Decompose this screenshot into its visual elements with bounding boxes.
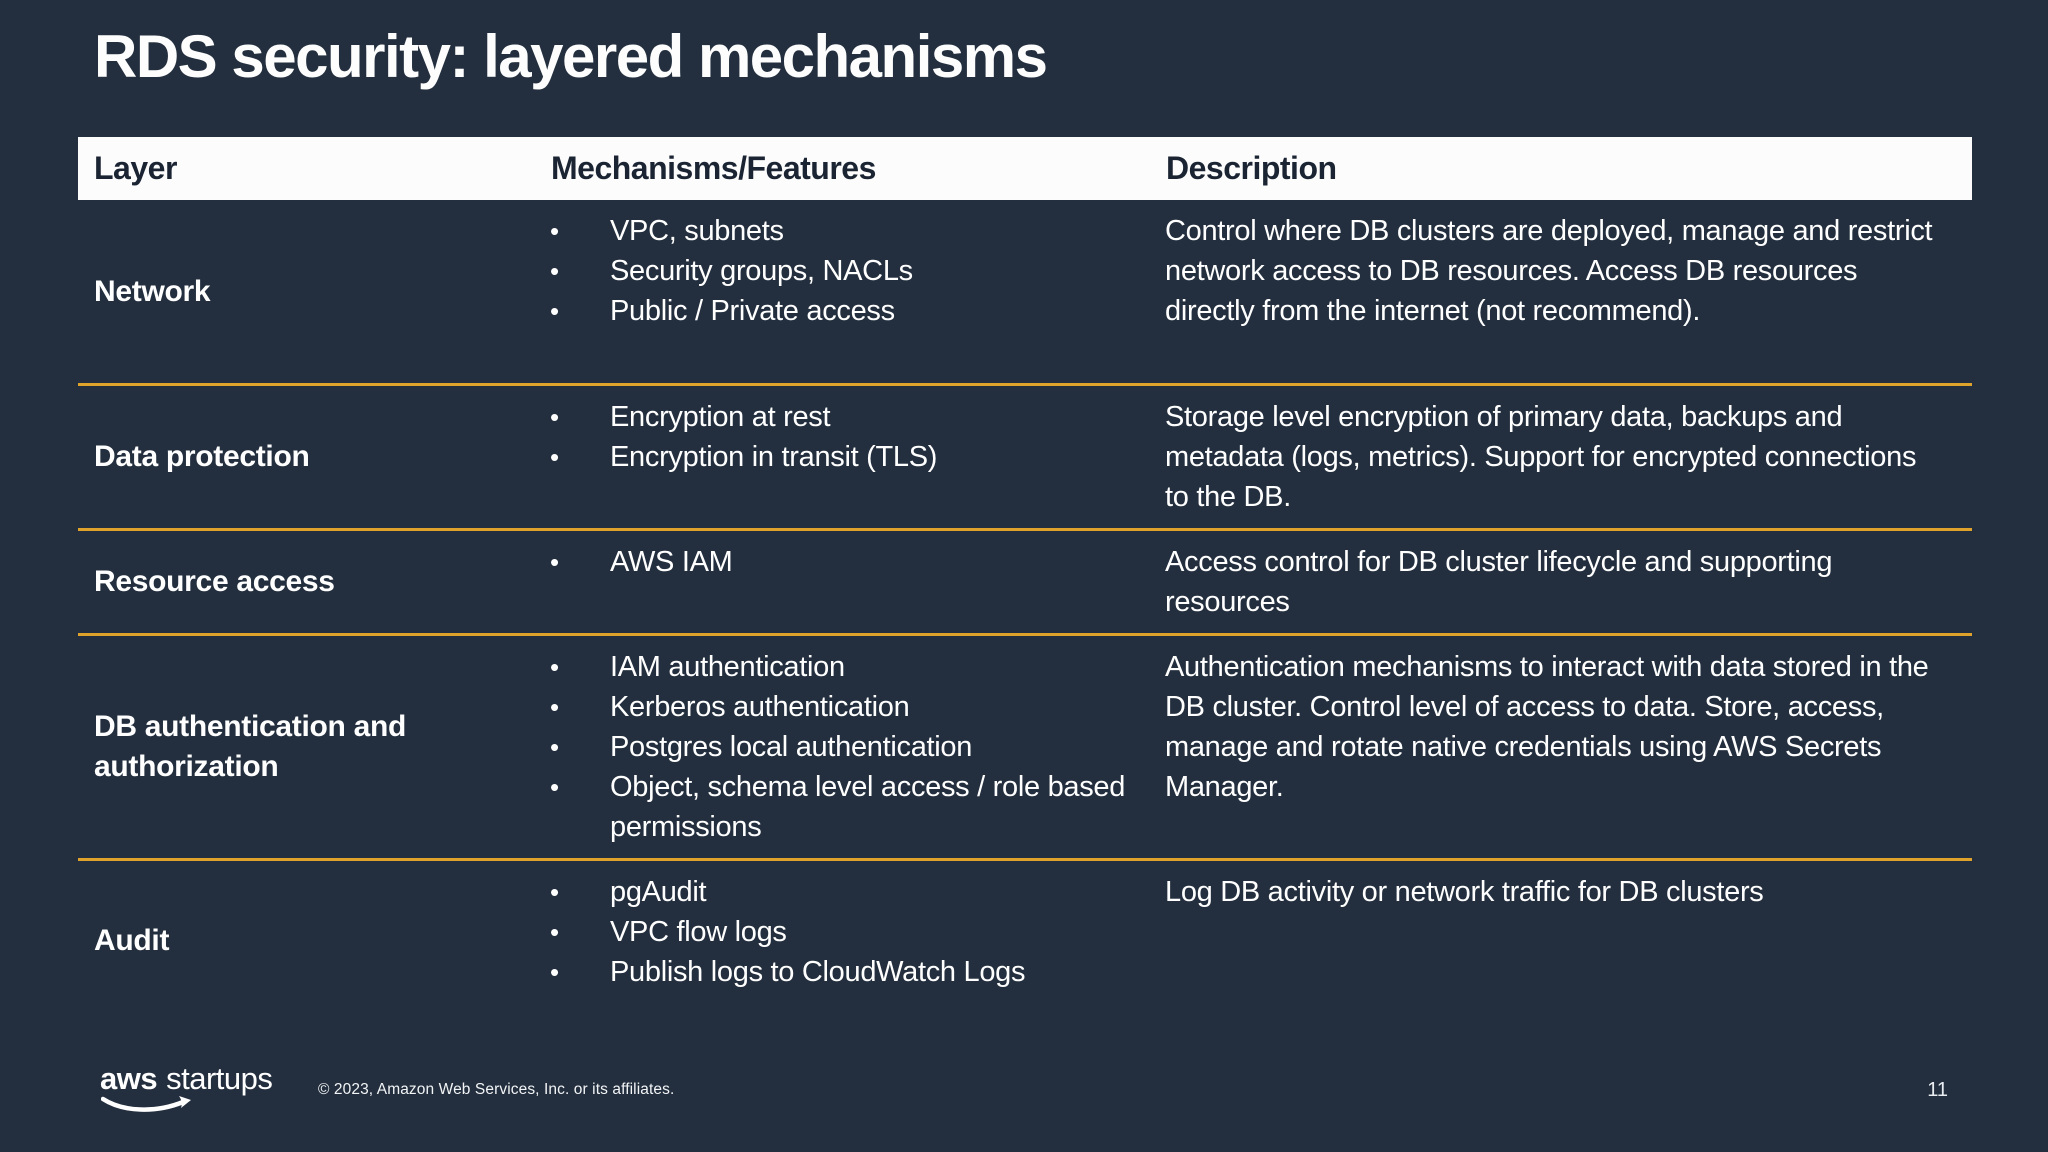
- layer-label: Data protection: [94, 440, 310, 473]
- layer-label: Audit: [94, 924, 170, 957]
- layer-label: DB authentication and authorization: [94, 710, 407, 783]
- startups-logo-text: startups: [166, 1061, 273, 1096]
- bullet-item: Encryption at rest: [535, 397, 1140, 437]
- bullet-item: Encryption in transit (TLS): [535, 437, 1140, 477]
- bullet-item: Object, schema level access / role based…: [535, 767, 1140, 847]
- table-row-data-protection: Data protection Encryption at rest Encry…: [78, 386, 1972, 531]
- bullet-item: Postgres local authentication: [535, 727, 1140, 767]
- layer-label: Network: [94, 274, 211, 308]
- bullet-item: VPC flow logs: [535, 912, 1140, 952]
- table-row-resource-access: Resource access AWS IAM Access control f…: [78, 531, 1972, 636]
- bullet-item: Public / Private access: [535, 291, 1140, 331]
- mechanisms-list: pgAudit VPC flow logs Publish logs to Cl…: [535, 861, 1150, 1021]
- description-text: Authentication mechanisms to interact wi…: [1165, 651, 1929, 803]
- description-text: Log DB activity or network traffic for D…: [1165, 876, 1764, 908]
- layer-label: Resource access: [94, 565, 335, 598]
- page-number: 11: [1927, 1079, 1948, 1101]
- copyright-text: © 2023, Amazon Web Services, Inc. or its…: [318, 1081, 675, 1098]
- bullet-item: Security groups, NACLs: [535, 251, 1140, 291]
- table-row-audit: Audit pgAudit VPC flow logs Publish logs…: [78, 861, 1972, 1021]
- mechanisms-list: IAM authentication Kerberos authenticati…: [535, 636, 1150, 858]
- amazon-smile-icon: [101, 1096, 191, 1112]
- bullet-item: pgAudit: [535, 872, 1140, 912]
- bullet-item: VPC, subnets: [535, 211, 1140, 251]
- table-row-network: Network VPC, subnets Security groups, NA…: [78, 200, 1972, 386]
- header-cell-layer: Layer: [94, 150, 177, 186]
- description-text: Control where DB clusters are deployed, …: [1165, 215, 1933, 327]
- bullet-item: Publish logs to CloudWatch Logs: [535, 952, 1140, 992]
- mechanisms-list: Encryption at rest Encryption in transit…: [535, 386, 1150, 528]
- mechanisms-list: VPC, subnets Security groups, NACLs Publ…: [535, 200, 1150, 383]
- description-text: Storage level encryption of primary data…: [1165, 401, 1917, 513]
- security-table: Layer Mechanisms/Features Description Ne…: [78, 137, 1972, 1021]
- header-cell-description: Description: [1166, 150, 1337, 186]
- bullet-item: AWS IAM: [535, 542, 1140, 582]
- page-title: RDS security: layered mechanisms: [94, 23, 1048, 90]
- table-row-db-authentication: DB authentication and authorization IAM …: [78, 636, 1972, 861]
- aws-startups-logo: aws startups: [100, 1061, 273, 1112]
- table-header-row: Layer Mechanisms/Features Description: [78, 137, 1972, 200]
- bullet-item: IAM authentication: [535, 647, 1140, 687]
- mechanisms-list: AWS IAM: [535, 531, 1150, 633]
- slide-footer: [0, 1062, 2048, 1152]
- header-cell-mechanisms: Mechanisms/Features: [551, 150, 876, 186]
- aws-logo-text: aws: [100, 1061, 158, 1096]
- description-text: Access control for DB cluster lifecycle …: [1165, 546, 1833, 618]
- bullet-item: Kerberos authentication: [535, 687, 1140, 727]
